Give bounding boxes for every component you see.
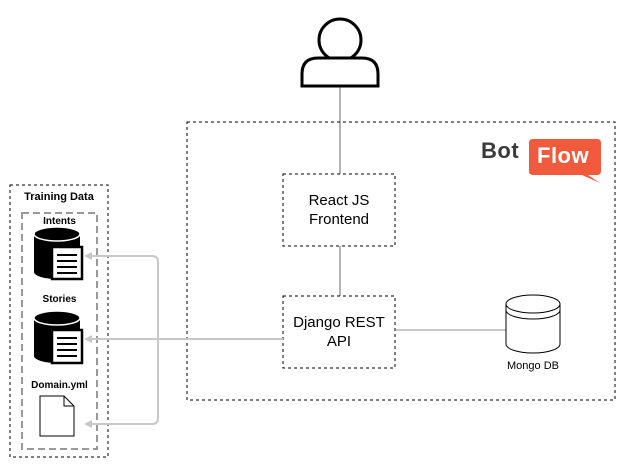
stories-label: Stories bbox=[42, 294, 77, 305]
arrow-to-intents bbox=[84, 252, 92, 260]
database-icon bbox=[505, 294, 561, 354]
domain-yml-label: Domain.yml bbox=[31, 380, 88, 391]
logo-flow-badge bbox=[529, 139, 601, 183]
logo-flow-text: Flow bbox=[537, 143, 590, 168]
training-data-title: Training Data bbox=[24, 191, 94, 203]
training-data-group bbox=[9, 184, 109, 458]
stories-database-icon bbox=[33, 310, 84, 365]
api-label: Django REST API bbox=[283, 313, 395, 351]
training-data-inner-group bbox=[21, 212, 98, 450]
arrowheads bbox=[84, 252, 92, 428]
api-label-line-1: Django REST bbox=[293, 314, 385, 331]
intents-label: Intents bbox=[43, 216, 76, 227]
frontend-label-line-2: Frontend bbox=[308, 211, 370, 228]
arrow-to-domain bbox=[84, 420, 92, 428]
training-data-connectors bbox=[90, 255, 283, 425]
frontend-box bbox=[282, 173, 396, 247]
intents-database-icon bbox=[33, 226, 84, 281]
api-label-line-2: API bbox=[326, 333, 352, 350]
file-icon bbox=[39, 395, 75, 437]
arrow-to-stories bbox=[84, 335, 92, 343]
api-box bbox=[282, 295, 396, 369]
user-icon bbox=[300, 17, 380, 88]
mongo-db-label: Mongo DB bbox=[507, 360, 559, 372]
logo-bot-text: Bot bbox=[481, 138, 520, 163]
system-boundary bbox=[186, 121, 616, 401]
botflow-logo bbox=[529, 139, 601, 183]
frontend-label: React JS Frontend bbox=[283, 191, 395, 229]
frontend-label-line-1: React JS bbox=[308, 192, 370, 209]
